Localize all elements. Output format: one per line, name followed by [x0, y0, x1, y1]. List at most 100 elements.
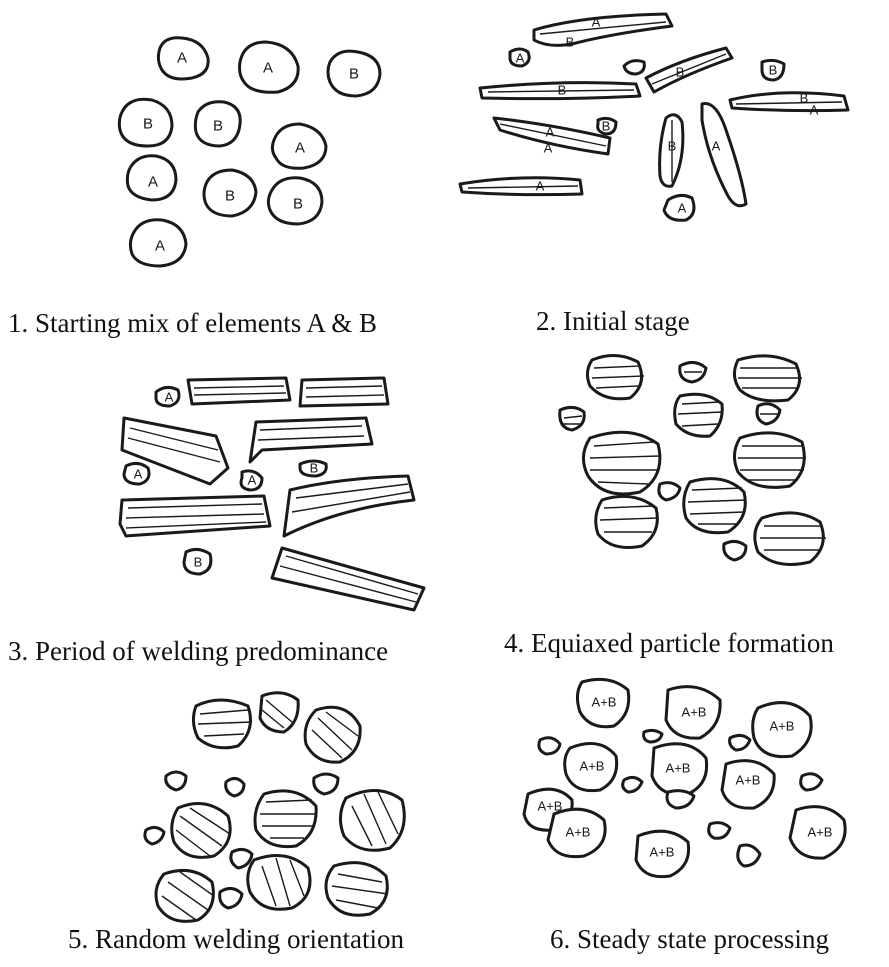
composite-particle: A+B — [753, 703, 812, 757]
particle-b: B — [328, 51, 380, 96]
small-particle — [231, 849, 252, 868]
small-particle — [314, 774, 338, 794]
lamellar-flake — [284, 476, 414, 536]
spindle-particle: B — [660, 115, 683, 186]
small-particle: B — [184, 549, 211, 574]
lamellar-flake — [272, 548, 424, 610]
composite-particle: A+B — [652, 744, 707, 795]
svg-text:A: A — [134, 467, 143, 482]
small-particle: B — [300, 461, 326, 477]
particle-a: A — [158, 38, 208, 79]
small-particle — [801, 774, 822, 790]
svg-text:A: A — [165, 390, 174, 405]
lamellar-flake — [120, 496, 270, 536]
small-particle — [644, 730, 662, 742]
svg-text:A: A — [516, 51, 525, 66]
particle-a: A — [240, 42, 299, 92]
panel-1-starting-mix: A A B B B A A B B A 1. Starting mix of e… — [0, 0, 440, 300]
small-particle — [667, 791, 694, 808]
small-particle — [738, 845, 760, 866]
spindle-particle: A — [702, 104, 746, 206]
composite-particle: A+B — [565, 744, 617, 791]
lamellar-particle — [193, 700, 252, 748]
small-particle: A — [241, 471, 262, 490]
svg-text:A: A — [592, 15, 601, 30]
svg-text:B: B — [566, 35, 575, 50]
flake-particle: AB — [534, 14, 672, 50]
svg-text:A: A — [712, 139, 721, 154]
particle-b: B — [204, 170, 256, 216]
composite-particle: A+B — [722, 761, 774, 809]
svg-text:A: A — [263, 60, 273, 77]
lamellar-particle — [260, 693, 298, 732]
lamellar-flake — [188, 378, 290, 404]
svg-text:A: A — [536, 179, 545, 194]
panel-6-drawing: A+B A+B A+B A+B A+B A+B A+B A+B A+B A+B — [440, 670, 889, 967]
lamellar-particle — [734, 433, 806, 488]
lamellar-particle — [340, 790, 404, 850]
svg-text:B: B — [143, 116, 153, 133]
svg-text:B: B — [194, 555, 203, 570]
panel-5-random-welding: 5. Random welding orientation — [0, 670, 440, 967]
small-particle: B — [598, 118, 616, 134]
svg-text:A+B: A+B — [736, 773, 761, 788]
particle-b: B — [195, 102, 240, 146]
panel-3-drawing: A A B A B — [0, 340, 440, 670]
panel-5-drawing — [0, 670, 440, 967]
svg-text:A: A — [544, 141, 553, 156]
small-particle — [730, 735, 750, 750]
small-particle: B — [762, 60, 784, 80]
lamellar-flake — [300, 378, 388, 406]
lamellar-particle — [156, 870, 214, 921]
small-particle — [724, 541, 746, 560]
lamellar-particle — [172, 804, 230, 858]
small-particle — [226, 778, 244, 796]
lamellar-particle — [675, 394, 723, 436]
lamellar-particle — [684, 479, 746, 533]
lamellar-particle — [587, 355, 644, 398]
flake-particle: B — [480, 83, 640, 99]
caption-5: 5. Random welding orientation — [68, 924, 404, 954]
panel-1-drawing: A A B B B A A B B A — [0, 0, 440, 300]
caption-4: 4. Equiaxed particle formation — [504, 628, 834, 658]
svg-text:B: B — [668, 139, 677, 154]
svg-text:A+B: A+B — [808, 825, 833, 840]
small-particle — [166, 772, 186, 790]
small-particle — [624, 61, 644, 74]
lamellar-particle — [583, 432, 660, 494]
svg-text:A+B: A+B — [770, 719, 795, 734]
small-particle — [659, 483, 680, 500]
svg-text:B: B — [800, 91, 809, 106]
small-particle — [560, 407, 585, 430]
particle-b: B — [268, 178, 322, 224]
panel-3-welding-predominance: A A B A B 3. Period of welding predomina… — [0, 340, 440, 670]
flake-particle: AA — [494, 118, 610, 156]
lamellar-particle — [734, 356, 802, 401]
small-particle — [623, 777, 642, 792]
svg-text:A+B: A+B — [682, 705, 707, 720]
svg-text:B: B — [769, 63, 778, 78]
small-particle — [709, 823, 730, 839]
particle-b: B — [119, 99, 172, 146]
svg-text:A+B: A+B — [592, 695, 617, 710]
panel-6-steady-state: A+B A+B A+B A+B A+B A+B A+B A+B A+B A+B … — [440, 670, 889, 967]
lamellar-particle — [255, 791, 316, 847]
panel-4-drawing — [440, 340, 889, 670]
svg-text:A: A — [546, 125, 555, 140]
caption-2: 2. Initial stage — [536, 306, 690, 336]
composite-particle: A+B — [577, 679, 628, 726]
flake-particle: B — [646, 48, 732, 92]
composite-particle: A+B — [666, 687, 720, 739]
particle-a: A — [127, 156, 176, 200]
svg-text:B: B — [602, 119, 611, 134]
svg-text:B: B — [676, 65, 685, 80]
small-particle — [145, 827, 164, 844]
composite-particle: A+B — [790, 807, 845, 859]
svg-text:B: B — [213, 118, 223, 135]
caption-6: 6. Steady state processing — [550, 924, 829, 954]
caption-1: 1. Starting mix of elements A & B — [8, 308, 377, 338]
lamellar-particle — [248, 856, 310, 910]
svg-text:A: A — [177, 50, 187, 67]
svg-text:A: A — [678, 201, 687, 216]
